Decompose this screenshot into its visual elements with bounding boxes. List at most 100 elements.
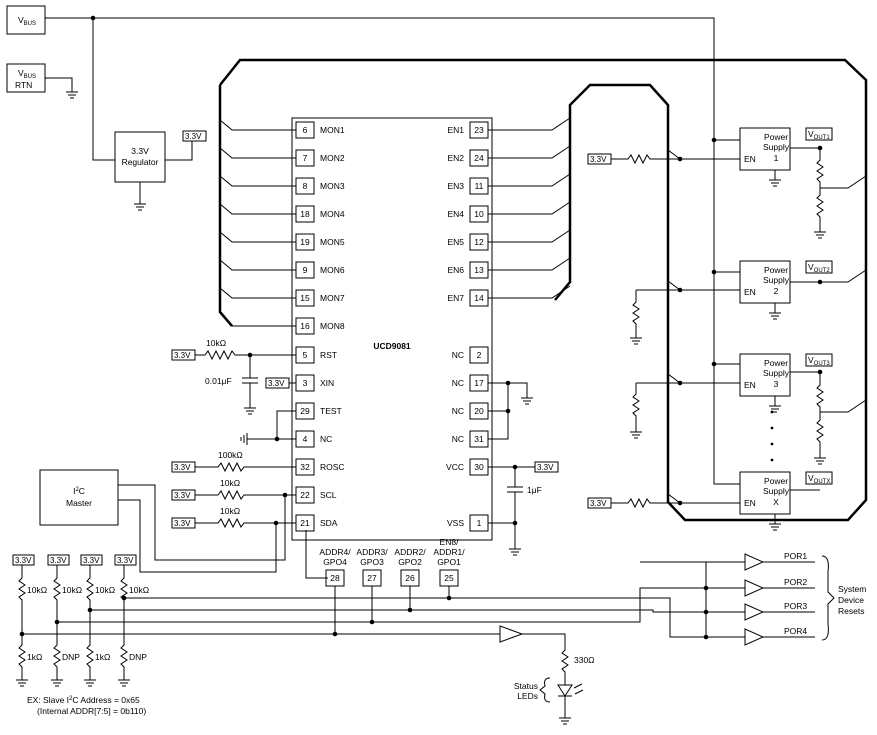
pin-name: VCC <box>446 462 464 472</box>
svg-text:VBUS: VBUS <box>18 15 36 27</box>
pin-number: 24 <box>474 153 484 163</box>
pin-number: 28 <box>330 573 340 583</box>
status-leds-line1: Status <box>514 681 538 691</box>
pin-name: RST <box>320 350 337 360</box>
ps-line2: Supply <box>763 275 790 285</box>
vbus-label: V <box>18 15 24 25</box>
svg-text:I2C: I2C <box>73 486 85 496</box>
status-leds-line2: LEDs <box>517 691 538 701</box>
vcc-3v3: 3.3V <box>537 463 554 472</box>
pin-number: 29 <box>300 406 310 416</box>
pin-name-line1: ADDR4/ <box>319 547 351 557</box>
vout-sub: OUTX <box>814 479 831 485</box>
pin-number: 1 <box>477 518 482 528</box>
pin-gpo4-28: 28 ADDR4/GPO4 <box>319 547 351 587</box>
ps-line1: Power <box>764 476 788 486</box>
pin-name-line2: GPO2 <box>398 557 422 567</box>
pin-number: 11 <box>475 181 484 191</box>
pin-number: 20 <box>474 406 484 416</box>
por-buffer-1: POR1 <box>744 551 815 571</box>
pin-number: 9 <box>303 265 308 275</box>
pin-name: SCL <box>320 490 337 500</box>
pin-number: 26 <box>405 573 415 583</box>
pin-name: TEST <box>320 406 342 416</box>
pin-name-line2: GPO3 <box>360 557 384 567</box>
addr-3v3: 3.3V <box>117 556 134 565</box>
ps-en: EN <box>744 154 756 164</box>
r-up-label: 10kΩ <box>95 585 115 595</box>
pin-number: 32 <box>300 462 310 472</box>
psx-3v3: 3.3V <box>590 499 607 508</box>
ps1-3v3: 3.3V <box>590 155 607 164</box>
pin-number: 18 <box>300 209 310 219</box>
pin-number: 25 <box>444 573 454 583</box>
por-label: POR3 <box>784 601 807 611</box>
reg-3v3: 3.3V <box>185 132 202 141</box>
ps-line2: Supply <box>763 486 790 496</box>
pin-number: 4 <box>303 434 308 444</box>
por-label: POR4 <box>784 626 807 636</box>
i2c-master-label: Master <box>66 498 92 508</box>
i2c-master-box <box>39 469 119 526</box>
dnp-label: DNP <box>62 652 80 662</box>
vout-sub: OUT1 <box>814 135 831 141</box>
pin-name-line2: GPO4 <box>323 557 347 567</box>
resets-line2: Device <box>838 595 864 605</box>
ps-line3: X <box>773 497 779 507</box>
addr-3v3: 3.3V <box>15 556 32 565</box>
ps-en: EN <box>744 380 756 390</box>
pin-en3-11: 11 EN3 <box>447 177 489 195</box>
pin-number: 16 <box>300 321 310 331</box>
pin-nc-4: 4 NC <box>295 430 332 448</box>
sda-3v3: 3.3V <box>174 519 191 528</box>
r-rosc-label: 100kΩ <box>218 450 243 460</box>
pin-name: NC <box>320 434 332 444</box>
vbus-wire <box>45 17 740 485</box>
dnp-label: DNP <box>129 652 147 662</box>
pin-number: 14 <box>474 293 484 303</box>
pin-name: NC <box>452 434 464 444</box>
pin-number: 27 <box>367 573 377 583</box>
regulator-line2: Regulator <box>122 157 159 167</box>
pin-name: EN3 <box>447 181 464 191</box>
xin-3v3: 3.3V <box>268 379 285 388</box>
r-up-label: 10kΩ <box>62 585 82 595</box>
pin-name: EN1 <box>447 125 464 135</box>
svg-text:VOUT3: VOUT3 <box>808 355 830 367</box>
pin-name: MON6 <box>320 265 345 275</box>
pin-number: 10 <box>474 209 484 219</box>
pin-name: MON1 <box>320 125 345 135</box>
pin-test-29: 29 TEST <box>295 402 342 420</box>
ps-en: EN <box>744 287 756 297</box>
mon-bus-left <box>218 85 233 327</box>
por-label: POR1 <box>784 551 807 561</box>
ucd9081-chip <box>291 117 493 541</box>
svg-text:VOUT2: VOUT2 <box>808 262 830 274</box>
c-rst-label: 0.01μF <box>205 376 232 386</box>
pin-name-line1: ADDR1/ <box>433 547 465 557</box>
pin-name: EN4 <box>447 209 464 219</box>
ps-line3: 1 <box>774 153 779 163</box>
pin-name: XIN <box>320 378 334 388</box>
chip-name: UCD9081 <box>373 341 411 351</box>
rst-3v3: 3.3V <box>174 351 191 360</box>
ps-line2: Supply <box>763 142 790 152</box>
rosc-3v3: 3.3V <box>174 463 191 472</box>
por-buffer-2: POR2 <box>744 577 815 597</box>
i2c-i: I <box>73 486 75 496</box>
vout-sub: OUT2 <box>814 268 831 274</box>
address-network: 3.3V10kΩ1kΩ3.3V10kΩDNP3.3V10kΩ1kΩ3.3V10k… <box>12 554 149 687</box>
r-scl-label: 10kΩ <box>220 478 240 488</box>
pin-number: 5 <box>303 350 308 360</box>
